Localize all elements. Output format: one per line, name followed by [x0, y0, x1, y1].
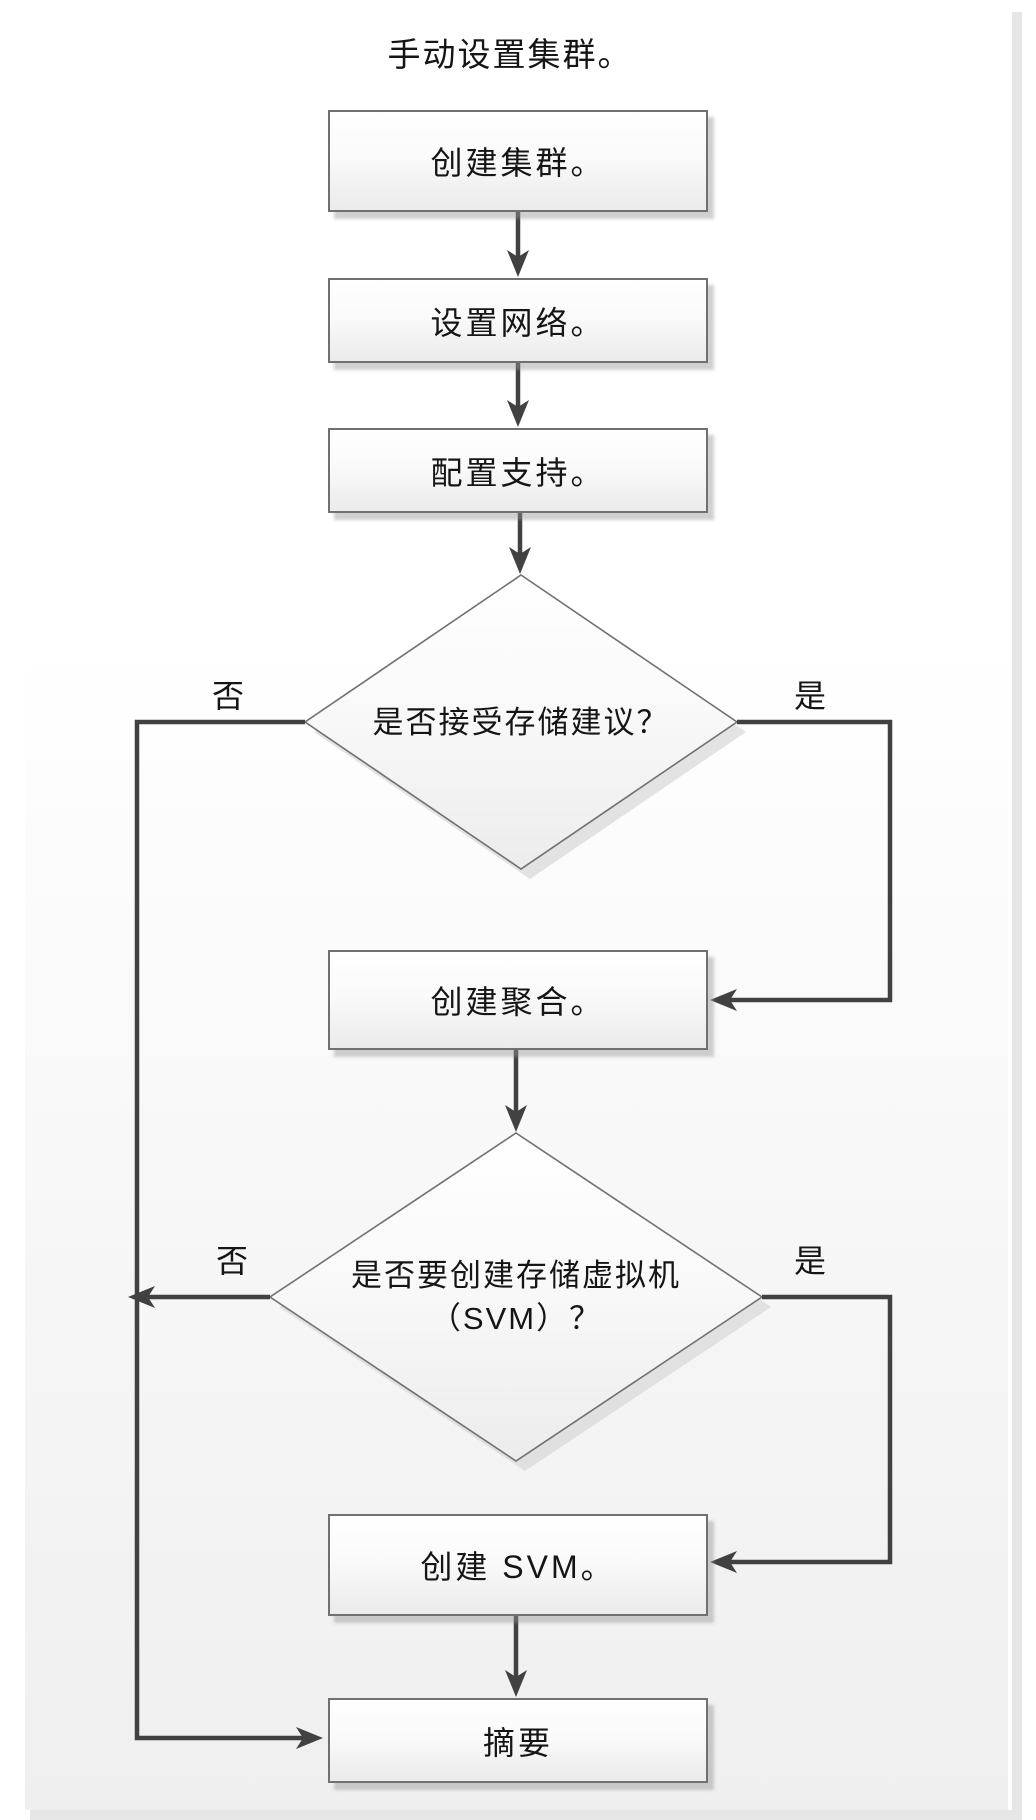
step-summary-label: 摘要: [482, 1724, 553, 1761]
decision-2-no-label: 否: [215, 1243, 248, 1279]
step-setup-network: 设置网络。: [328, 278, 708, 363]
decision-1-question: 是否接受存储建议？: [372, 705, 670, 740]
arrowhead-left-into-create-svm: [710, 1551, 737, 1573]
decision-2-diamond: [268, 1132, 764, 1462]
connector-decision-2-yes-to-create-svm: [719, 1294, 893, 1565]
decision-1-diamond: [303, 574, 739, 870]
decision-2-question-line1: 是否要创建存储虚拟机: [351, 1258, 681, 1293]
arrowhead-down-into-configure-support: [507, 400, 529, 427]
step-configure-support-label: 配置支持。: [430, 454, 606, 491]
decision-1-no-label: 否: [211, 678, 244, 714]
arrowhead-right-into-summary: [296, 1727, 323, 1749]
arrowhead-down-into-summary: [505, 1670, 527, 1697]
decision-1-label: 是否接受存储建议？: [301, 701, 741, 744]
arrowhead-down-into-setup-network: [507, 250, 529, 277]
decision-2-yes-label: 是: [793, 1243, 826, 1279]
page-edge-right-strip: [1012, 12, 1022, 1820]
connector-decision-1-yes-to-create-aggregates: [719, 719, 893, 1003]
step-create-cluster: 创建集群。: [328, 110, 708, 212]
arrowhead-left-into-create-aggregates: [710, 989, 737, 1011]
step-create-cluster-label: 创建集群。: [430, 145, 606, 181]
step-create-aggregates: 创建聚合。: [328, 950, 708, 1050]
connector-decision-1-no-to-summary: [134, 719, 314, 1741]
page-edge-bottom-strip: [30, 1810, 1022, 1820]
step-create-svm-label: 创建 SVM。: [420, 1549, 616, 1585]
step-create-aggregates-label: 创建聚合。: [430, 984, 606, 1020]
step-configure-support: 配置支持。: [328, 428, 708, 513]
arrowhead-down-into-decision-2: [505, 1105, 527, 1132]
step-setup-network-label: 设置网络。: [430, 304, 606, 341]
arrowhead-down-into-decision-1: [509, 547, 531, 574]
decision-2-question-line2: （SVM）？: [429, 1301, 603, 1336]
step-create-svm: 创建 SVM。: [328, 1514, 708, 1616]
decision-2-label: 是否要创建存储虚拟机 （SVM）？: [296, 1254, 736, 1340]
step-summary: 摘要: [328, 1698, 708, 1783]
arrowhead-left-onto-no-branch-line: [128, 1286, 155, 1308]
flowchart-title: 手动设置集群。: [387, 36, 633, 73]
decision-1-yes-label: 是: [793, 678, 826, 714]
